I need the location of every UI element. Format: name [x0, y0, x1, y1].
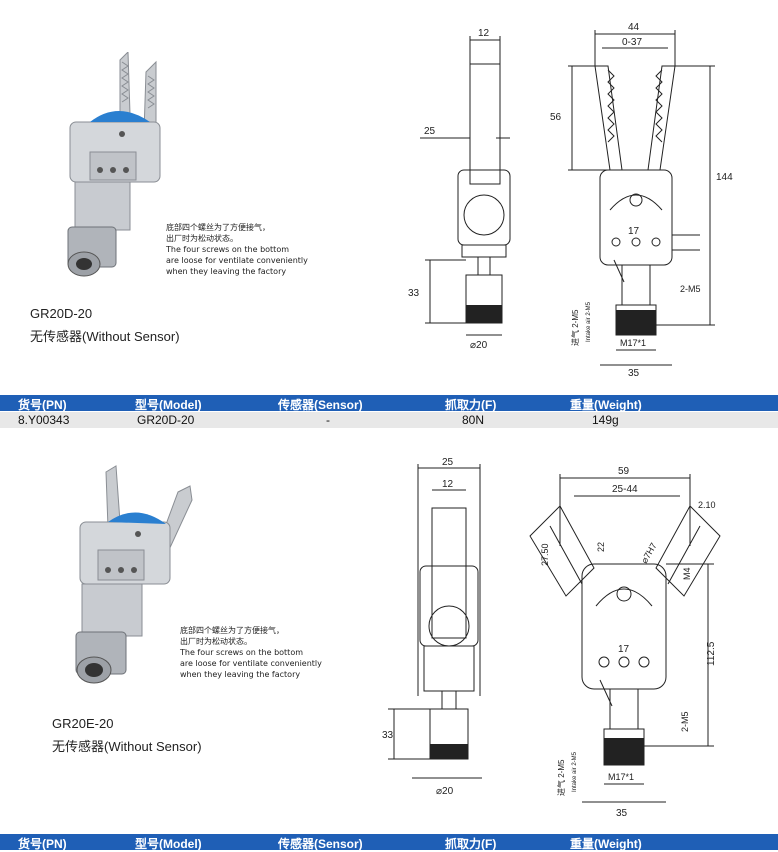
product-section-gr20e: 底部四个螺丝为了方便接气， 出厂时为松动状态。 The four screws …	[0, 440, 778, 852]
dim-nozzle: M17*1	[608, 772, 634, 782]
dim-thread-side: 2-M5	[680, 284, 701, 294]
note-line: 出厂时为松动状态。	[180, 637, 252, 646]
sensor-label: 无传感器(Without Sensor)	[30, 329, 180, 344]
dim-top-width: 12	[442, 479, 454, 490]
note-line: are loose for ventilate conveniently	[180, 659, 322, 668]
header-model: 型号(Model)	[135, 837, 202, 851]
header-sensor: 传感器(Sensor)	[278, 398, 363, 412]
dim-open: 25-44	[612, 484, 638, 495]
dim-total: 112.5	[706, 641, 717, 666]
intake-label: 进气 2-M5	[570, 309, 580, 346]
dim-a2: 22	[596, 542, 606, 552]
note-line: when they leaving the factory	[166, 267, 287, 276]
dim-tip: 2.10	[698, 500, 716, 510]
note-line: 底部四个螺丝为了方便接气，	[166, 223, 270, 232]
cell-weight: 149g	[592, 413, 619, 427]
intake-label: 进气 2-M5	[556, 759, 566, 796]
dim-arm: 25	[424, 126, 436, 137]
dim-hole: 17	[618, 644, 630, 655]
dim-a1: 27.50	[540, 543, 550, 566]
dim-hole: 17	[628, 226, 640, 237]
dim-top-width: 12	[478, 28, 490, 39]
model-label: GR20D-20	[30, 306, 93, 321]
dim-height: 33	[382, 730, 394, 741]
header-pn: 货号(PN)	[18, 837, 67, 851]
factory-note: 底部四个螺丝为了方便接气， 出厂时为松动状态。 The four screws …	[180, 625, 322, 680]
front-view-drawing-gr20e: 59 25-44 2.10 27.50 22 ⌀7H7 M4 112.5 17 …	[529, 466, 721, 819]
table-row: 8.Y00343 GR20D-20 - 80N 149g	[0, 412, 778, 428]
dim-width: 25	[442, 457, 454, 468]
cell-force: 80N	[462, 413, 485, 427]
header-force: 抓取力(F)	[445, 837, 497, 851]
header-model: 型号(Model)	[135, 398, 202, 412]
dim-jaw: 56	[550, 112, 562, 123]
spec-table-header: 货号(PN) 型号(Model) 传感器(Sensor) 抓取力(F) 重量(W…	[0, 395, 778, 412]
cell-model: GR20D-20	[137, 413, 195, 427]
intake-label-en: Intake air 2-M5	[572, 751, 578, 792]
dim-thread-side: 2-M5	[680, 711, 690, 732]
dim-total: 144	[716, 172, 733, 183]
dim-m4: M4	[682, 567, 692, 580]
dim-outer: 44	[628, 22, 640, 33]
model-label: GR20E-20	[52, 716, 114, 731]
sensor-label: 无传感器(Without Sensor)	[52, 739, 202, 754]
dim-height: 33	[408, 288, 420, 299]
note-line: are loose for ventilate conveniently	[166, 256, 308, 265]
gripper-photo-gr20e	[75, 465, 193, 684]
dim-base: 35	[628, 368, 640, 379]
cell-sensor: -	[326, 413, 330, 427]
side-view-drawing-gr20d: 12 25 33 ⌀20	[408, 28, 511, 351]
factory-note: 底部四个螺丝为了方便接气， 出厂时为松动状态。 The four screws …	[166, 222, 308, 277]
note-line: 底部四个螺丝为了方便接气，	[180, 626, 284, 635]
dim-outer: 59	[618, 466, 630, 477]
header-pn: 货号(PN)	[18, 398, 67, 412]
header-weight: 重量(Weight)	[570, 398, 642, 412]
cell-pn: 8.Y00343	[18, 413, 70, 427]
dim-diameter: ⌀20	[436, 786, 454, 797]
dim-hole-dia: ⌀7H7	[639, 541, 659, 565]
intake-label-en: Intake air 2-M5	[586, 301, 592, 342]
dim-open: 0-37	[622, 37, 642, 48]
dim-diameter: ⌀20	[470, 340, 488, 351]
side-view-drawing-gr20e: 25 12 33 ⌀20	[382, 457, 482, 797]
note-line: when they leaving the factory	[180, 670, 301, 679]
header-sensor: 传感器(Sensor)	[278, 837, 363, 851]
note-line: The four screws on the bottom	[166, 245, 290, 254]
note-line: 出厂时为松动状态。	[166, 234, 238, 243]
dim-nozzle: M17*1	[620, 338, 646, 348]
header-weight: 重量(Weight)	[570, 837, 642, 851]
dim-base: 35	[616, 808, 628, 819]
gripper-photo-gr20d	[67, 52, 161, 277]
product-section-gr20d: 底部四个螺丝为了方便接气， 出厂时为松动状态。 The four screws …	[0, 22, 778, 428]
front-view-drawing-gr20d: 44 0-37 56 144 17 2-M5 进气 2-M5 Intake ai…	[550, 22, 733, 379]
note-line: The four screws on the bottom	[180, 648, 304, 657]
spec-table-header: 货号(PN) 型号(Model) 传感器(Sensor) 抓取力(F) 重量(W…	[0, 834, 778, 851]
header-force: 抓取力(F)	[445, 398, 497, 412]
